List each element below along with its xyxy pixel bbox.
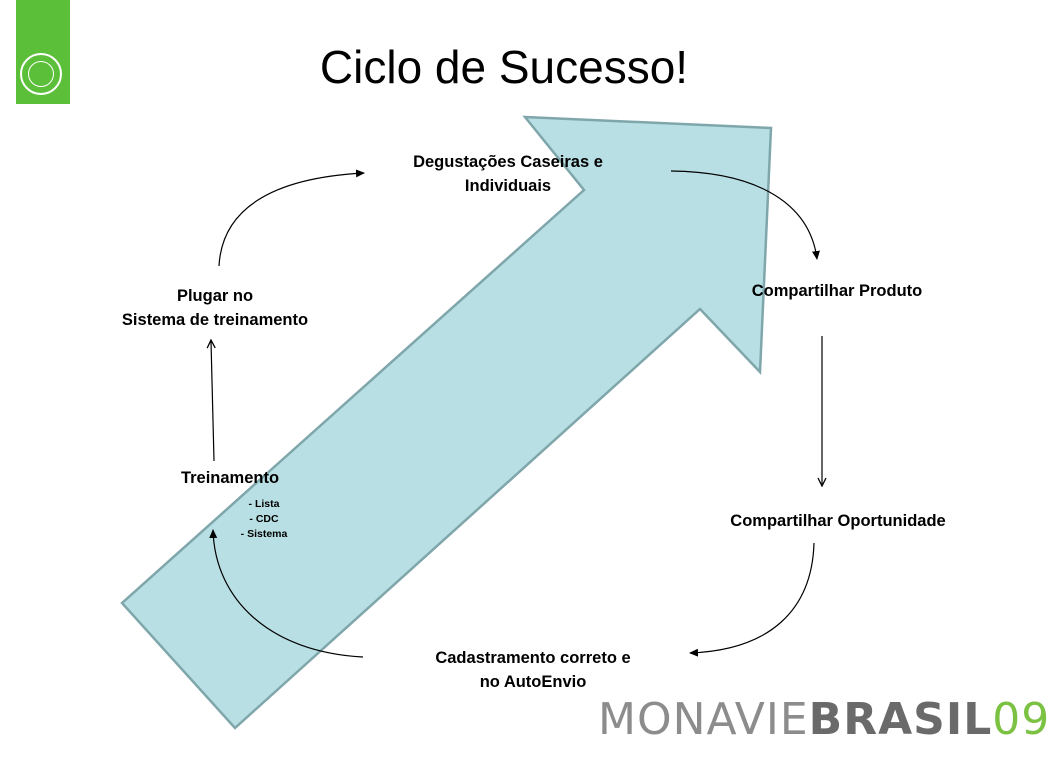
node-plugar-line1: Plugar no <box>176 287 254 305</box>
node-compartilhar-produto: Compartilhar Produto <box>751 282 923 300</box>
arrow-degustacoes-to-produto <box>670 170 820 260</box>
node-degustacoes: Degustações Caseiras e Individuais <box>388 150 628 198</box>
monavie-logo-icon <box>20 53 62 95</box>
big-diagonal-arrow <box>120 115 773 730</box>
brand-part-monavie: MONAVIE <box>598 694 809 745</box>
node-treinamento: Treinamento <box>180 469 280 487</box>
treinamento-item-cdc: - CDC <box>249 513 279 525</box>
brand-part-brasil: BRASIL <box>808 694 993 745</box>
brand-part-year: 09 <box>992 694 1050 745</box>
node-cadastramento-line1: Cadastramento correto e <box>435 649 631 667</box>
page-title: Ciclo de Sucesso! <box>319 41 689 93</box>
slide: Ciclo de Sucesso! Degustações Caseiras e… <box>16 0 1049 745</box>
node-plugar-line2: Sistema de treinamento <box>121 311 309 329</box>
node-cadastramento: Cadastramento correto e no AutoEnvio <box>403 646 663 694</box>
node-cadastramento-line2: no AutoEnvio <box>479 673 587 691</box>
node-plugar: Plugar no Sistema de treinamento <box>95 284 335 332</box>
brand-wordmark: MONAVIEBRASIL09 <box>598 694 1050 745</box>
node-degustacoes-line2: Individuais <box>464 177 552 195</box>
arrow-cadastramento-to-treinamento <box>209 529 364 658</box>
logo-panel <box>16 0 70 104</box>
arrow-treinamento-to-plugar <box>211 341 214 462</box>
arrow-oportunidade-to-cadastramento <box>689 542 815 657</box>
treinamento-subitems: - Lista - CDC - Sistema <box>228 497 300 542</box>
node-compartilhar-oportunidade: Compartilhar Oportunidade <box>730 512 946 530</box>
diagram-graphics <box>120 115 1024 730</box>
arrow-plugar-to-degustacoes <box>218 169 365 267</box>
treinamento-item-sistema: - Sistema <box>240 528 288 540</box>
treinamento-item-lista: - Lista <box>248 498 280 510</box>
node-degustacoes-line1: Degustações Caseiras e <box>413 153 603 171</box>
